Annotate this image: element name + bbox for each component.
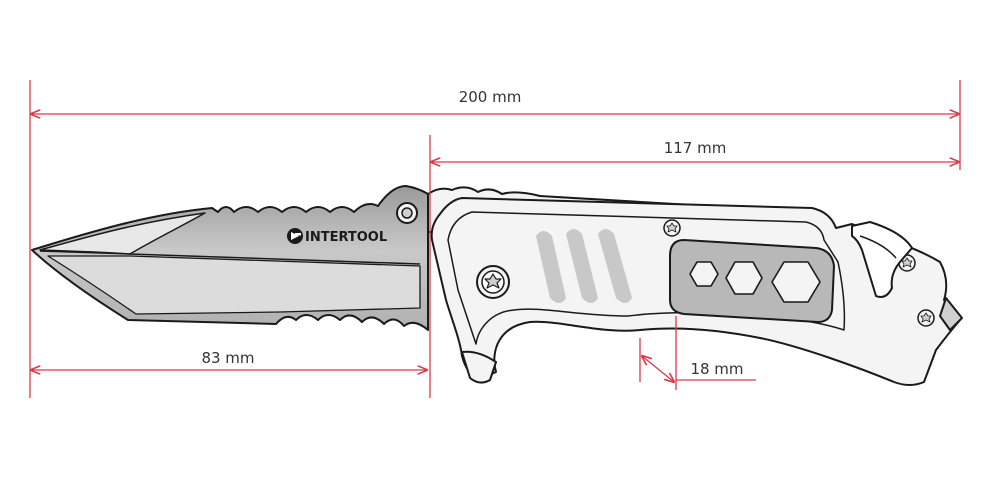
- label-handle-length: 117 mm: [664, 139, 727, 157]
- torx-screw-icon: [663, 219, 681, 237]
- brand-logo: INTERTOOL: [287, 228, 387, 245]
- dimension-lines: [29, 80, 961, 398]
- label-overall-length: 200 mm: [459, 88, 522, 106]
- torx-screw-icon: [917, 309, 935, 327]
- blade-grind-line: [39, 250, 421, 265]
- blade-edge-bevel: [47, 255, 421, 315]
- flipper-tab: [461, 350, 497, 384]
- label-blade-length: 83 mm: [201, 349, 254, 367]
- glass-breaker-icon: [939, 297, 963, 331]
- blade-tip-facet: [39, 212, 206, 255]
- brand-name: INTERTOOL: [305, 230, 387, 245]
- hex-wrench-icon: [689, 261, 821, 303]
- knife: [31, 185, 963, 386]
- grip-slots: [536, 229, 632, 303]
- intertool-logo-icon: [287, 228, 303, 244]
- label-handle-thickness: 18 mm: [690, 360, 743, 378]
- torx-screw-icon: [476, 265, 510, 299]
- seatbelt-cutter-icon: [851, 221, 913, 298]
- dim-line-thickness: [642, 356, 674, 382]
